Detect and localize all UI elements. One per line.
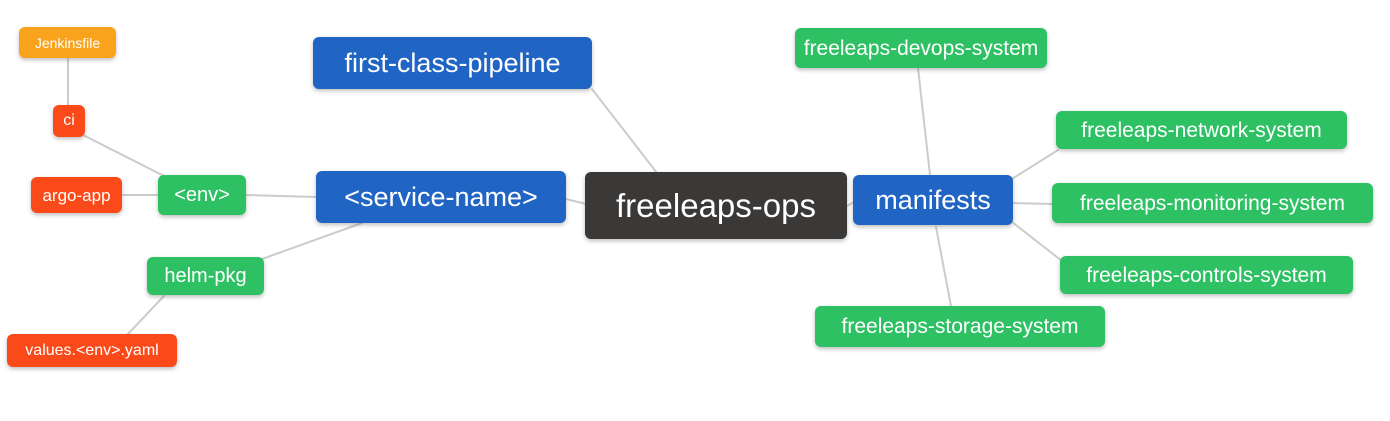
node-jenkinsfile[interactable]: Jenkinsfile: [19, 27, 116, 58]
edge-env-to-service-name: [245, 194, 317, 198]
node-service-name[interactable]: <service-name>: [316, 171, 566, 223]
edge-helm-pkg-to-values-env-yaml: [127, 295, 165, 335]
edge-manifests-to-freeleaps-storage-system: [935, 226, 952, 307]
node-freeleaps-ops[interactable]: freeleaps-ops: [585, 172, 847, 239]
node-first-class-pipeline[interactable]: first-class-pipeline: [313, 37, 592, 89]
edge-service-name-to-freeleaps-ops: [565, 198, 587, 205]
edge-first-class-pipeline-to-freeleaps-ops: [591, 88, 658, 174]
node-values-env-yaml[interactable]: values.<env>.yaml: [7, 334, 177, 367]
edge-manifests-to-freeleaps-network-system: [1011, 149, 1059, 180]
edge-manifests-to-freeleaps-devops-system: [917, 67, 931, 176]
node-freeleaps-controls-system[interactable]: freeleaps-controls-system: [1060, 256, 1353, 294]
node-manifests[interactable]: manifests: [853, 175, 1013, 225]
node-argo-app[interactable]: argo-app: [31, 177, 122, 213]
edge-ci-to-env: [80, 133, 167, 178]
edge-helm-pkg-to-service-name: [261, 222, 363, 260]
edge-manifests-to-freeleaps-controls-system: [1011, 221, 1063, 262]
edge-freeleaps-ops-to-manifests: [846, 201, 855, 207]
node-freeleaps-devops-system[interactable]: freeleaps-devops-system: [795, 28, 1047, 68]
node-freeleaps-network-system[interactable]: freeleaps-network-system: [1056, 111, 1347, 149]
edge-manifests-to-freeleaps-monitoring-system: [1012, 202, 1053, 205]
node-ci[interactable]: ci: [53, 105, 85, 137]
node-env[interactable]: <env>: [158, 175, 246, 215]
node-freeleaps-storage-system[interactable]: freeleaps-storage-system: [815, 306, 1105, 347]
node-freeleaps-monitoring-system[interactable]: freeleaps-monitoring-system: [1052, 183, 1373, 223]
node-helm-pkg[interactable]: helm-pkg: [147, 257, 264, 295]
